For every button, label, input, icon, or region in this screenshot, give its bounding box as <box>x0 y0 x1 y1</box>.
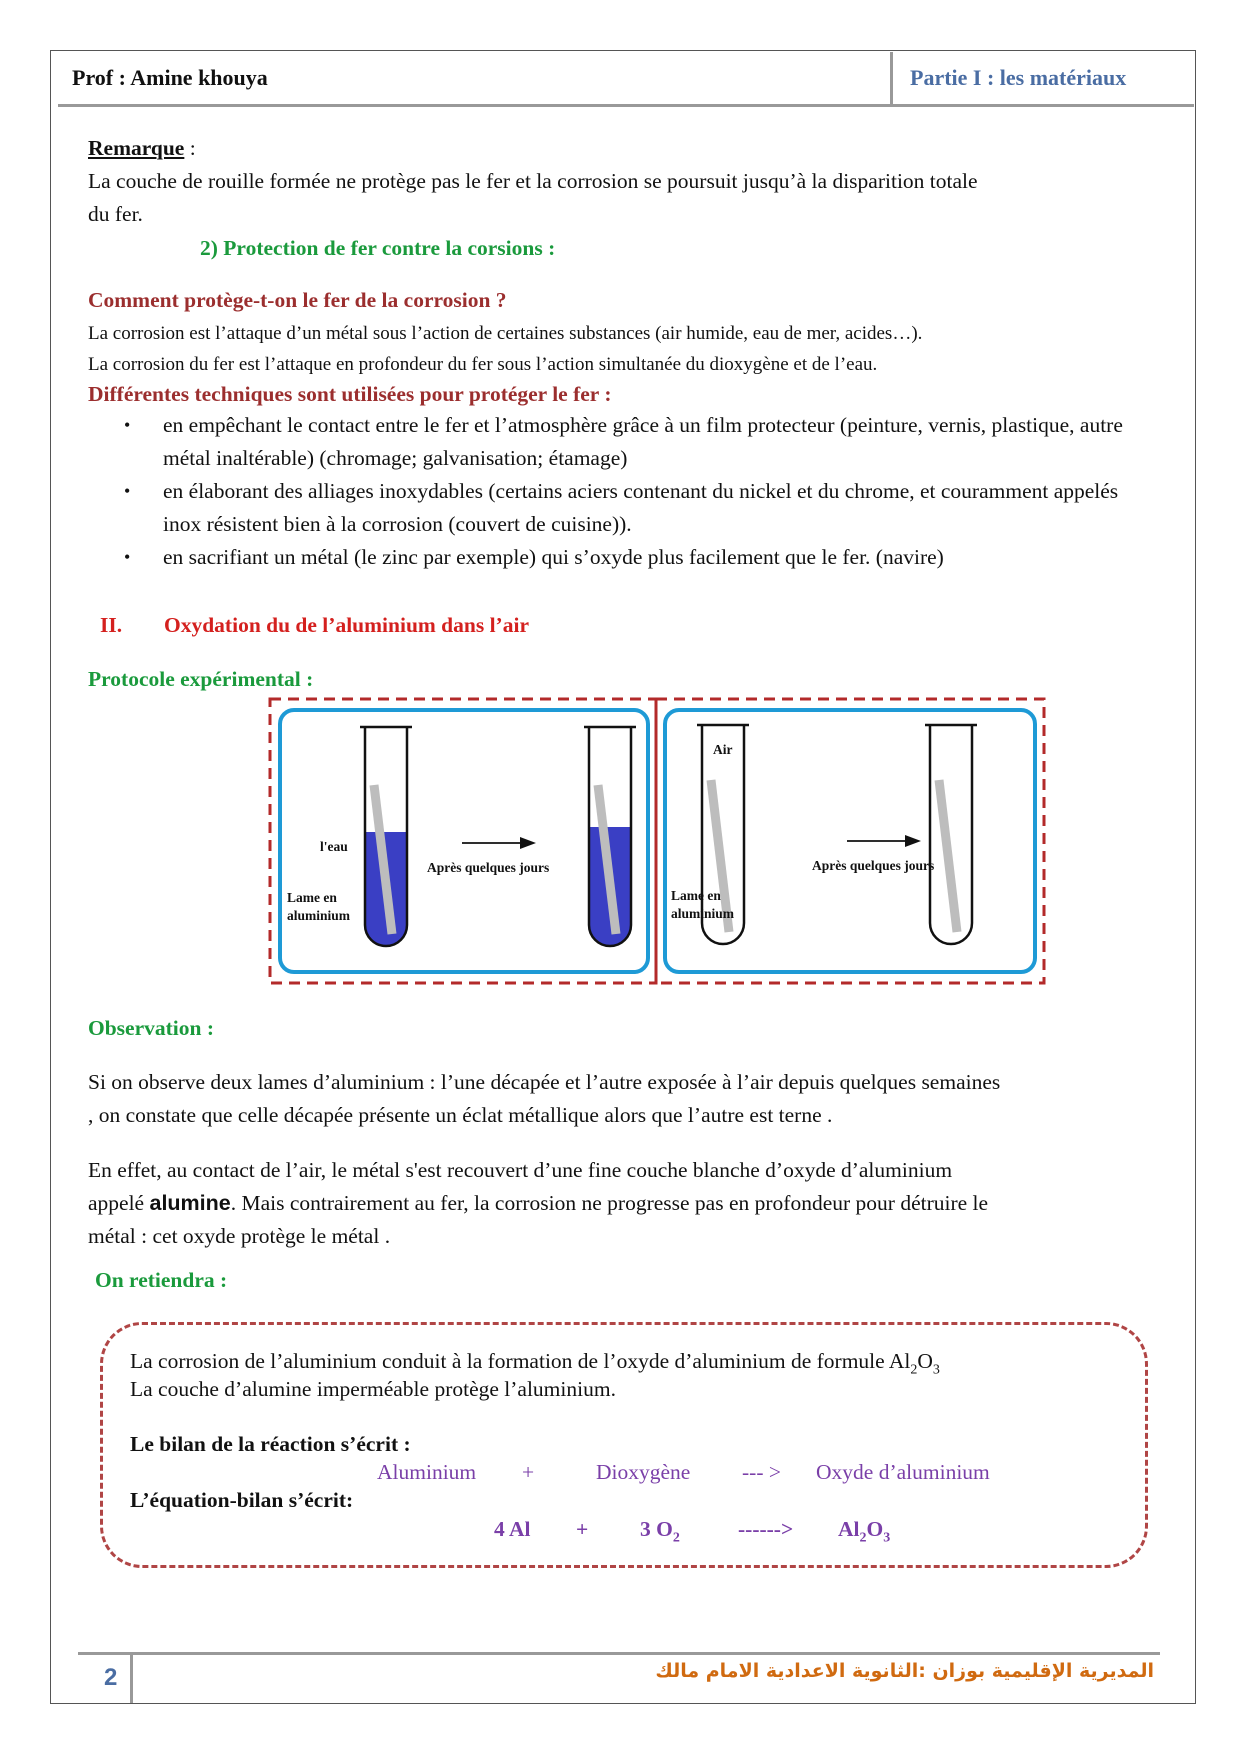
definition-line-1: La corrosion est l’attaque d’un métal so… <box>88 323 923 344</box>
aluminium-plate <box>593 784 621 935</box>
page-frame <box>50 50 1196 1704</box>
equation-plus: + <box>576 1517 589 1541</box>
test-tube-water-1 <box>360 725 412 948</box>
page-header: Prof : Amine khouya Partie I : les matér… <box>58 52 1194 107</box>
page-number: 2 <box>104 1664 118 1691</box>
equation-reactant-2: 3 O2 <box>640 1513 680 1554</box>
subscript: 3 <box>883 1530 891 1546</box>
definition-line-2: La corrosion du fer est l’attaque en pro… <box>88 354 878 375</box>
bilan-label: Le bilan de la réaction s’écrit : <box>130 1432 411 1456</box>
bilan-reactant-2: Dioxygène <box>596 1460 691 1484</box>
subscript: 2 <box>910 1362 918 1378</box>
text-span: . Mais contrairement au fer, la corrosio… <box>230 1191 989 1215</box>
aluminium-plate <box>369 784 397 935</box>
arrow-label-left: Après quelques jours <box>427 860 549 875</box>
observation-p1-line1: Si on observe deux lames d’aluminium : l… <box>88 1070 1001 1094</box>
equation-product: Al2O3 <box>838 1513 890 1554</box>
text-span: O <box>866 1517 884 1541</box>
test-tube-air-1 <box>697 723 749 946</box>
section-II-title: Oxydation du de l’aluminium dans l’air <box>164 613 529 637</box>
equation-reactant-1: 4 Al <box>494 1517 531 1541</box>
header-divider <box>890 52 893 104</box>
text-span: La corrosion de l’aluminium conduit à la… <box>130 1349 911 1373</box>
observation-p1-line2: , on constate que celle décapée présente… <box>88 1103 833 1127</box>
school-name: المديرية الإقليمية بوزان :الثانوية الاعد… <box>655 1660 1154 1682</box>
label-plate-right-1: Lame en <box>671 888 721 903</box>
equation-label: L’équation-bilan s’écrit: <box>130 1488 354 1512</box>
equation-arrow: ------> <box>738 1517 794 1541</box>
right-dashed-frame <box>654 697 1046 985</box>
left-blue-box <box>278 708 650 974</box>
list-item: en sacrifiant un métal (le zinc par exem… <box>88 541 1138 574</box>
list-item: en empêchant le contact entre le fer et … <box>88 409 1138 475</box>
label-plate-left-2: aluminium <box>287 908 351 923</box>
retenir-heading: On retiendra : <box>95 1268 228 1292</box>
teacher-name: Prof : Amine khouya <box>72 65 268 90</box>
observation-heading: Observation : <box>88 1016 215 1040</box>
aluminium-plate <box>706 779 734 933</box>
summary-line-1: La corrosion de l’aluminium conduit à la… <box>130 1345 940 1386</box>
bilan-arrow: --- > <box>742 1460 781 1484</box>
text-span: O <box>917 1349 933 1373</box>
text-span: appelé <box>88 1191 150 1215</box>
question-heading: Comment protège-t-on le fer de la corros… <box>88 288 507 312</box>
section-2-title: 2) Protection de fer contre la corsions … <box>200 236 556 260</box>
arrow-label-right: Après quelques jours <box>812 858 934 873</box>
summary-box <box>100 1322 1148 1568</box>
label-plate-right-2: aluminium <box>671 906 735 921</box>
remarque-colon: : <box>184 136 196 160</box>
protocol-heading: Protocole expérimental : <box>88 667 314 691</box>
label-plate-left-1: Lame en <box>287 890 337 905</box>
left-dashed-frame <box>268 697 658 985</box>
protocol-diagram: l'eau Lame en aluminium Après quelques j… <box>268 697 1046 985</box>
arrow-head <box>905 835 921 847</box>
subscript: 3 <box>932 1362 940 1378</box>
list-item: en élaborant des alliages inoxydables (c… <box>88 475 1138 541</box>
bilan-reactant-1: Aluminium <box>377 1460 477 1484</box>
remarque-heading: Remarque : <box>88 132 196 165</box>
text-span: 3 O <box>640 1517 673 1541</box>
test-tube-air-2 <box>925 723 977 946</box>
footer-divider <box>78 1652 1160 1655</box>
observation-p2-line2: appelé alumine. Mais contrairement au fe… <box>88 1187 988 1220</box>
section-II-numeral: II. <box>100 613 123 637</box>
observation-p2-line1: En effet, au contact de l’air, le métal … <box>88 1158 953 1182</box>
part-title: Partie I : les matériaux <box>910 65 1127 90</box>
observation-p2-line3: métal : cet oxyde protège le métal . <box>88 1224 391 1248</box>
remarque-line-2: du fer. <box>88 202 143 226</box>
subscript: 2 <box>859 1530 867 1546</box>
bilan-product: Oxyde d’aluminium <box>816 1460 990 1484</box>
label-air: Air <box>713 742 733 757</box>
summary-line-2: La couche d’alumine imperméable protège … <box>130 1377 616 1401</box>
protocol-figure: l'eau Lame en aluminium Après quelques j… <box>268 697 1046 987</box>
techniques-list: en empêchant le contact entre le fer et … <box>88 409 1138 574</box>
alumine-term: alumine <box>149 1191 231 1215</box>
footer-separator <box>130 1655 133 1703</box>
test-tube-water-2 <box>584 725 636 948</box>
right-blue-box <box>663 708 1037 974</box>
remarque-line-1: La couche de rouille formée ne protège p… <box>88 169 978 193</box>
bilan-plus: + <box>522 1460 535 1484</box>
text-span: Al <box>838 1517 860 1541</box>
subscript: 2 <box>672 1530 680 1546</box>
label-water: l'eau <box>320 839 348 854</box>
arrow-head <box>520 837 536 849</box>
remarque-title: Remarque <box>88 136 185 160</box>
techniques-heading: Différentes techniques sont utilisées po… <box>88 382 612 406</box>
aluminium-plate <box>934 779 962 933</box>
